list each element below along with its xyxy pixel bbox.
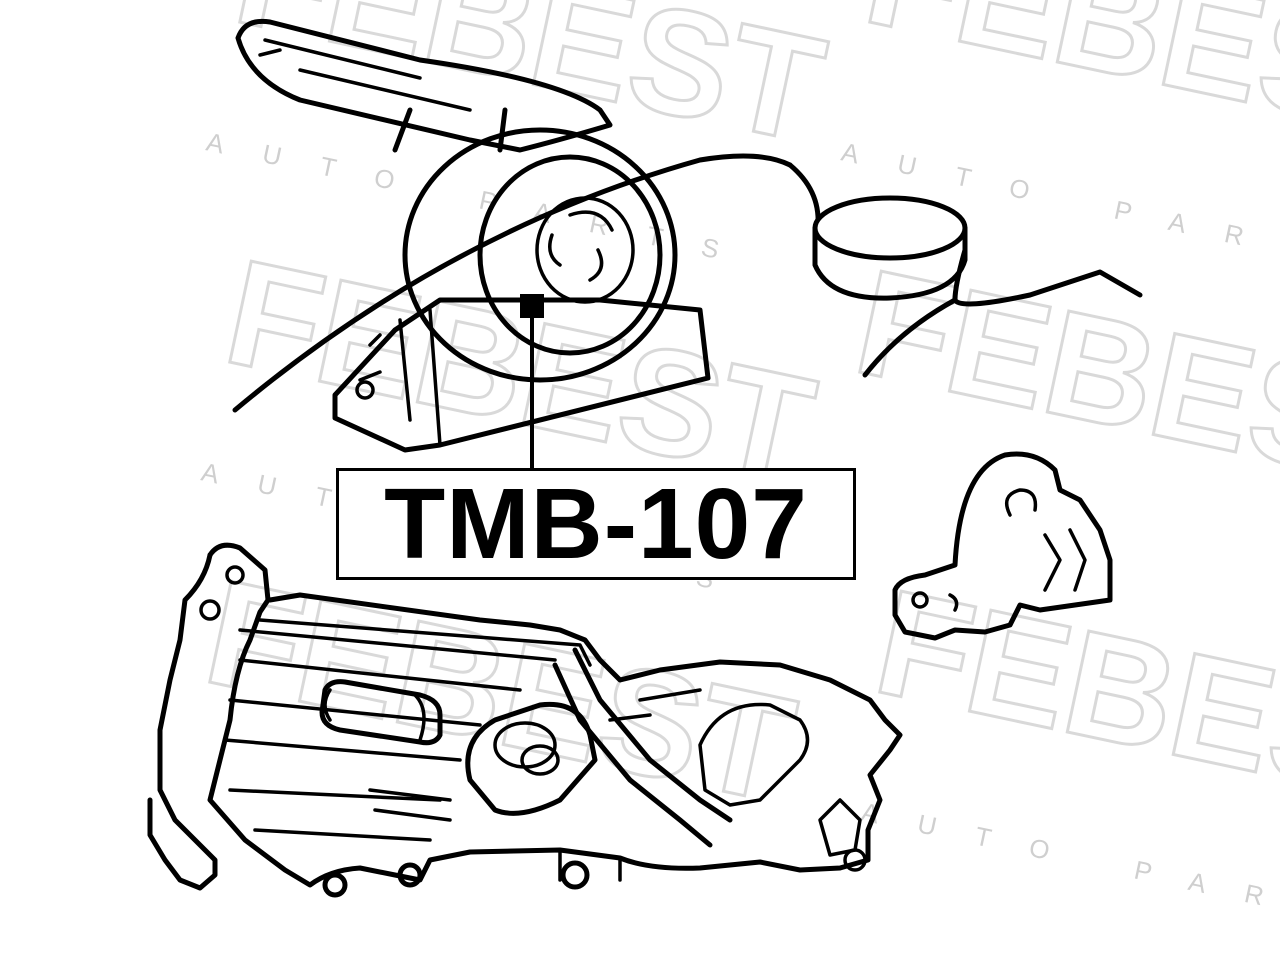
mount-bracket-right xyxy=(892,451,1113,641)
watermark-tagline: AUTO PARTS xyxy=(859,797,1280,943)
engine-housing-right xyxy=(787,162,1143,378)
subframe-lower xyxy=(147,542,903,898)
part-number-label: TMB-107 xyxy=(336,468,856,580)
watermark-brand: FEBEST xyxy=(843,237,1280,524)
engine-mount-upper xyxy=(232,18,793,468)
watermark-brand: FEBEST xyxy=(853,0,1280,174)
